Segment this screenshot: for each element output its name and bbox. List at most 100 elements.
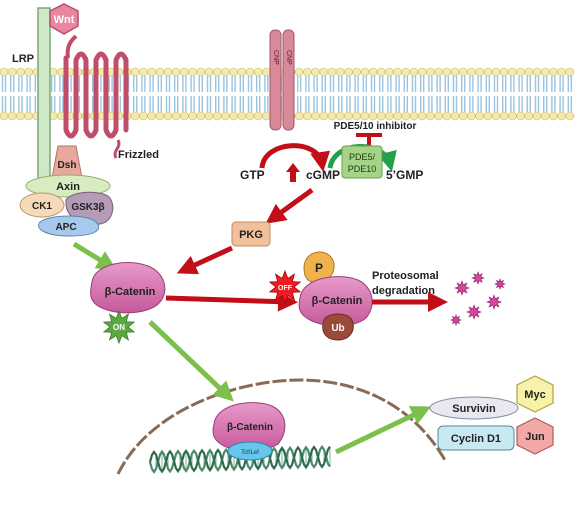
lipid-head bbox=[401, 111, 411, 121]
lipid-head bbox=[475, 111, 484, 121]
lipid-tail bbox=[157, 76, 162, 92]
gtp-label: GTP bbox=[240, 168, 265, 182]
lipid-tail bbox=[329, 76, 335, 92]
destruction-complex: Axin CK1 GSK3β APC bbox=[19, 174, 114, 237]
lipid-head bbox=[516, 111, 525, 121]
lipid-tail bbox=[567, 96, 572, 112]
lipid-tail bbox=[510, 76, 515, 92]
lipid-tail bbox=[518, 96, 523, 112]
lipid-tail bbox=[469, 76, 474, 92]
lipid-tail bbox=[502, 76, 507, 92]
ck1-label: CK1 bbox=[32, 201, 52, 212]
lipid-head bbox=[344, 111, 353, 121]
lipid-head bbox=[155, 111, 165, 121]
lipid-tail bbox=[182, 76, 187, 92]
fragment-star bbox=[454, 280, 470, 296]
lipid-head bbox=[458, 67, 468, 77]
lipid-tail bbox=[329, 96, 335, 112]
catenin-on-label: β-Catenin bbox=[105, 286, 156, 298]
lipid-head bbox=[212, 67, 222, 77]
lipid-tail bbox=[436, 96, 441, 112]
lipid-tail bbox=[1, 76, 7, 92]
lipid-tail bbox=[141, 76, 146, 92]
lipid-tail bbox=[59, 96, 64, 112]
lipid-tail bbox=[133, 96, 138, 112]
lipid-tail bbox=[198, 96, 203, 112]
lipid-tail bbox=[239, 96, 244, 112]
lipid-head bbox=[294, 111, 304, 121]
lipid-tail bbox=[165, 96, 171, 112]
lipid-head bbox=[352, 67, 361, 77]
lipid-head bbox=[139, 111, 148, 121]
pde-box bbox=[341, 145, 383, 179]
lipid-tail bbox=[174, 76, 179, 92]
lipid-head bbox=[393, 111, 402, 121]
lipid-head bbox=[303, 67, 312, 77]
lipid-head bbox=[483, 111, 493, 121]
lipid-head bbox=[557, 67, 566, 77]
lipid-tail bbox=[26, 76, 31, 92]
lipid-head bbox=[368, 67, 378, 77]
lipid-tail bbox=[379, 76, 384, 92]
lipid-head bbox=[360, 111, 370, 121]
lipid-head bbox=[245, 111, 255, 121]
lipid-tail bbox=[420, 96, 425, 112]
lipid-head bbox=[565, 67, 575, 77]
apc-label: APC bbox=[55, 222, 76, 233]
lipid-tail bbox=[264, 96, 269, 112]
lipid-tail bbox=[420, 76, 425, 92]
lipid-head bbox=[204, 111, 214, 121]
axin-label: Axin bbox=[56, 181, 80, 193]
lipid-head bbox=[262, 67, 271, 77]
lipid-tail bbox=[354, 76, 359, 92]
complex-to-catenin-arrow bbox=[72, 241, 117, 271]
lipid-head bbox=[335, 67, 345, 77]
lipid-tail bbox=[313, 96, 318, 112]
lipid-head bbox=[557, 111, 566, 121]
lipid-tail bbox=[215, 76, 220, 92]
lipid-tail bbox=[149, 76, 154, 92]
lipid-head bbox=[385, 67, 394, 77]
lipid-tail bbox=[543, 96, 548, 112]
lipid-head bbox=[229, 67, 238, 77]
lipid-head bbox=[467, 111, 476, 121]
lipid-head bbox=[253, 111, 263, 121]
lipid-head bbox=[376, 111, 386, 121]
lipid-tail bbox=[370, 76, 376, 92]
lipid-tail bbox=[100, 96, 105, 112]
tcf-lef-protein bbox=[227, 441, 273, 461]
lipid-head bbox=[352, 111, 361, 121]
lipid-head bbox=[417, 111, 427, 121]
catenin-on-blob bbox=[90, 262, 166, 314]
cnp-label-left: CNP bbox=[272, 50, 279, 65]
off-star-badge bbox=[268, 269, 302, 305]
lipid-head bbox=[221, 111, 230, 121]
lipid-tail bbox=[174, 96, 179, 112]
lipid-tail bbox=[67, 76, 72, 92]
dna-strand bbox=[148, 445, 331, 474]
lipid-tail bbox=[510, 96, 515, 112]
lrp-label: LRP bbox=[12, 53, 34, 65]
lipid-head bbox=[335, 111, 345, 121]
lipid-head bbox=[426, 111, 435, 121]
cgmp-label: cGMP bbox=[306, 168, 340, 182]
lipid-tail bbox=[231, 76, 236, 92]
myc-label: Myc bbox=[524, 389, 545, 401]
lipid-tail bbox=[190, 76, 195, 92]
lipid-head bbox=[491, 67, 501, 77]
lipid-tail bbox=[428, 96, 433, 112]
pde-inhibitor-label: PDE5/10 inhibitor bbox=[334, 121, 417, 132]
lipid-head bbox=[532, 111, 542, 121]
lipid-head bbox=[319, 67, 329, 77]
five-gmp-label: 5’GMP bbox=[386, 168, 423, 182]
lipid-tail bbox=[485, 96, 490, 112]
lipid-tail bbox=[477, 96, 482, 112]
lipid-head bbox=[262, 111, 271, 121]
lipid-head bbox=[294, 67, 304, 77]
lipid-head bbox=[163, 111, 173, 121]
lipid-head bbox=[450, 111, 460, 121]
cyclin-d1-label: Cyclin D1 bbox=[451, 433, 501, 445]
lipid-tail bbox=[362, 76, 367, 92]
lipid-tail bbox=[297, 76, 302, 92]
lipid-head bbox=[450, 67, 460, 77]
